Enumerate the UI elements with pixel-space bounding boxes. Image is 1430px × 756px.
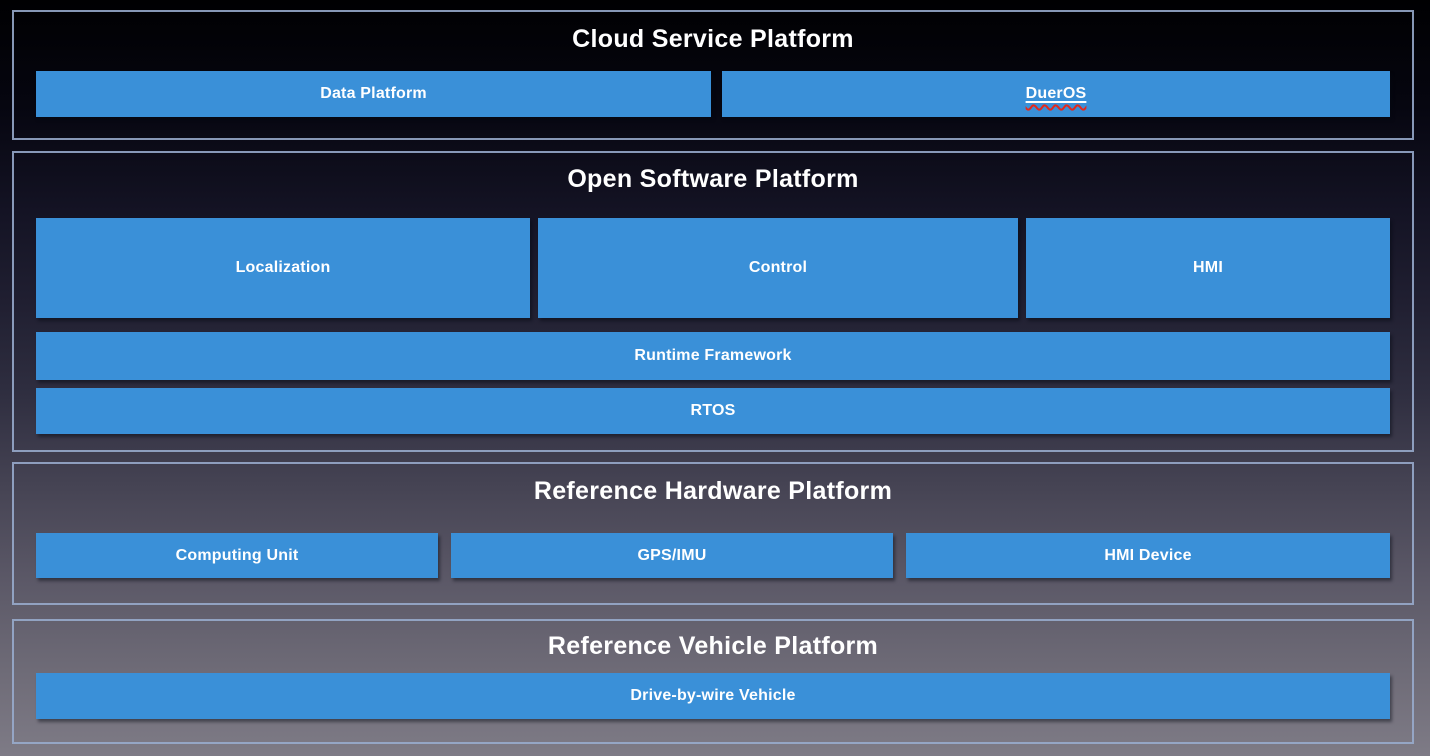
- cloud-boxes-row: Data Platform DuerOS: [36, 71, 1390, 117]
- dueros-spellcheck-underline: DuerOS: [1026, 85, 1087, 103]
- box-data-platform: Data Platform: [36, 71, 711, 117]
- layer-cloud-service-platform: Cloud Service Platform Data Platform Due…: [12, 10, 1414, 140]
- layer-reference-vehicle-platform: Reference Vehicle Platform Drive-by-wire…: [12, 619, 1414, 744]
- box-computing-unit: Computing Unit: [36, 533, 438, 578]
- box-control: Control: [538, 218, 1018, 318]
- vehicle-boxes-row: Drive-by-wire Vehicle: [36, 673, 1390, 719]
- software-modules-row: Localization Control HMI: [36, 218, 1390, 318]
- box-runtime-framework: Runtime Framework: [36, 332, 1390, 380]
- box-gps-imu: GPS/IMU: [451, 533, 893, 578]
- box-hmi: HMI: [1026, 218, 1390, 318]
- dueros-label: DuerOS: [1025, 85, 1087, 102]
- box-dueros: DuerOS: [722, 71, 1390, 117]
- hardware-boxes-row: Computing Unit GPS/IMU HMI Device: [36, 533, 1390, 578]
- layer-title-cloud-service-platform: Cloud Service Platform: [572, 25, 854, 53]
- layer-reference-hardware-platform: Reference Hardware Platform Computing Un…: [12, 462, 1414, 605]
- layer-title-reference-hardware-platform: Reference Hardware Platform: [533, 477, 893, 505]
- layer-open-software-platform: Open Software Platform Localization Cont…: [12, 151, 1414, 452]
- box-drive-by-wire-vehicle: Drive-by-wire Vehicle: [36, 673, 1390, 719]
- box-rtos: RTOS: [36, 388, 1390, 434]
- layer-title-reference-vehicle-platform: Reference Vehicle Platform: [547, 632, 879, 660]
- runtime-framework-row: Runtime Framework: [36, 332, 1390, 380]
- layer-title-open-software-platform: Open Software Platform: [567, 165, 859, 193]
- box-hmi-device: HMI Device: [906, 533, 1390, 578]
- rtos-row: RTOS: [36, 388, 1390, 434]
- box-localization: Localization: [36, 218, 530, 318]
